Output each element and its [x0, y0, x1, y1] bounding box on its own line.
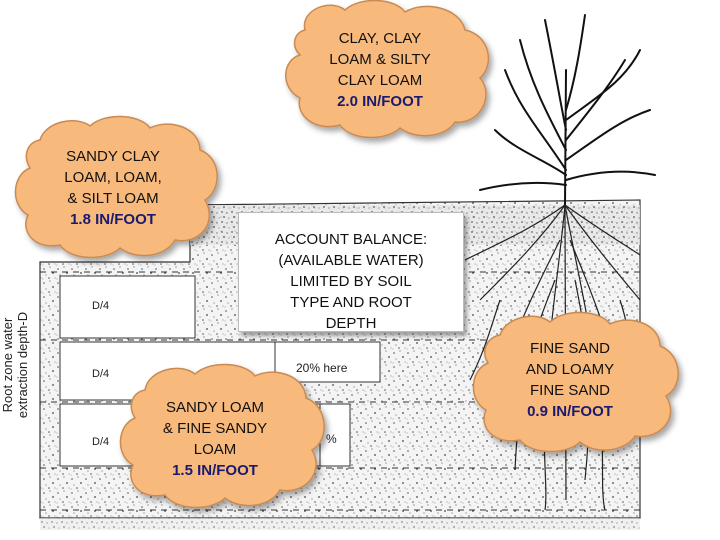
corn-plant-icon — [480, 15, 655, 205]
cloud-sandy-loam-line-3: LOAM — [135, 439, 295, 460]
cloud-sandy-clay-text: SANDY CLAY LOAM, LOAM, & SILT LOAM 1.8 I… — [28, 146, 198, 230]
note-line-1: ACCOUNT BALANCE: — [239, 229, 463, 250]
cloud-fine-sand-text: FINE SAND AND LOAMY FINE SAND 0.9 IN/FOO… — [490, 338, 650, 422]
cloud-sandy-loam-text: SANDY LOAM & FINE SANDY LOAM 1.5 IN/FOOT — [135, 397, 295, 481]
axis-label: Root zone water extraction depth-D — [0, 280, 30, 450]
note-line-2: (AVAILABLE WATER) — [239, 250, 463, 271]
cloud-sandy-loam-rate: 1.5 IN/FOOT — [135, 460, 295, 481]
note-line-5: DEPTH — [239, 313, 463, 334]
cloud-fine-sand-line-1: FINE SAND — [490, 338, 650, 359]
cloud-fine-sand-rate: 0.9 IN/FOOT — [490, 401, 650, 422]
note-line-3: LIMITED BY SOIL — [239, 271, 463, 292]
zone-label-3: D/4 — [92, 436, 109, 448]
cloud-clay-line-2: LOAM & SILTY — [300, 49, 460, 70]
axis-label-line-1: Root zone water — [0, 280, 15, 450]
zone-label-2: D/4 — [92, 368, 109, 380]
cloud-sandy-clay-rate: 1.8 IN/FOOT — [28, 209, 198, 230]
cloud-fine-sand-line-2: AND LOAMY — [490, 359, 650, 380]
cloud-clay-line-3: CLAY LOAM — [300, 70, 460, 91]
cloud-sandy-loam-line-2: & FINE SANDY — [135, 418, 295, 439]
cloud-clay-rate: 2.0 IN/FOOT — [300, 91, 460, 112]
cloud-fine-sand-line-3: FINE SAND — [490, 380, 650, 401]
cloud-clay-text: CLAY, CLAY LOAM & SILTY CLAY LOAM 2.0 IN… — [300, 28, 460, 112]
extraction-percent-partial: % — [326, 432, 337, 446]
note-line-4: TYPE AND ROOT — [239, 292, 463, 313]
cloud-sandy-clay-line-2: LOAM, LOAM, — [28, 167, 198, 188]
zone-label-1: D/4 — [92, 300, 109, 312]
extraction-percent-label: 20% here — [292, 360, 351, 376]
cloud-clay-line-1: CLAY, CLAY — [300, 28, 460, 49]
cloud-sandy-loam-line-1: SANDY LOAM — [135, 397, 295, 418]
cloud-sandy-clay-line-1: SANDY CLAY — [28, 146, 198, 167]
cloud-sandy-clay-line-3: & SILT LOAM — [28, 188, 198, 209]
axis-label-line-2: extraction depth-D — [15, 280, 30, 450]
account-balance-note: ACCOUNT BALANCE: (AVAILABLE WATER) LIMIT… — [238, 212, 464, 332]
